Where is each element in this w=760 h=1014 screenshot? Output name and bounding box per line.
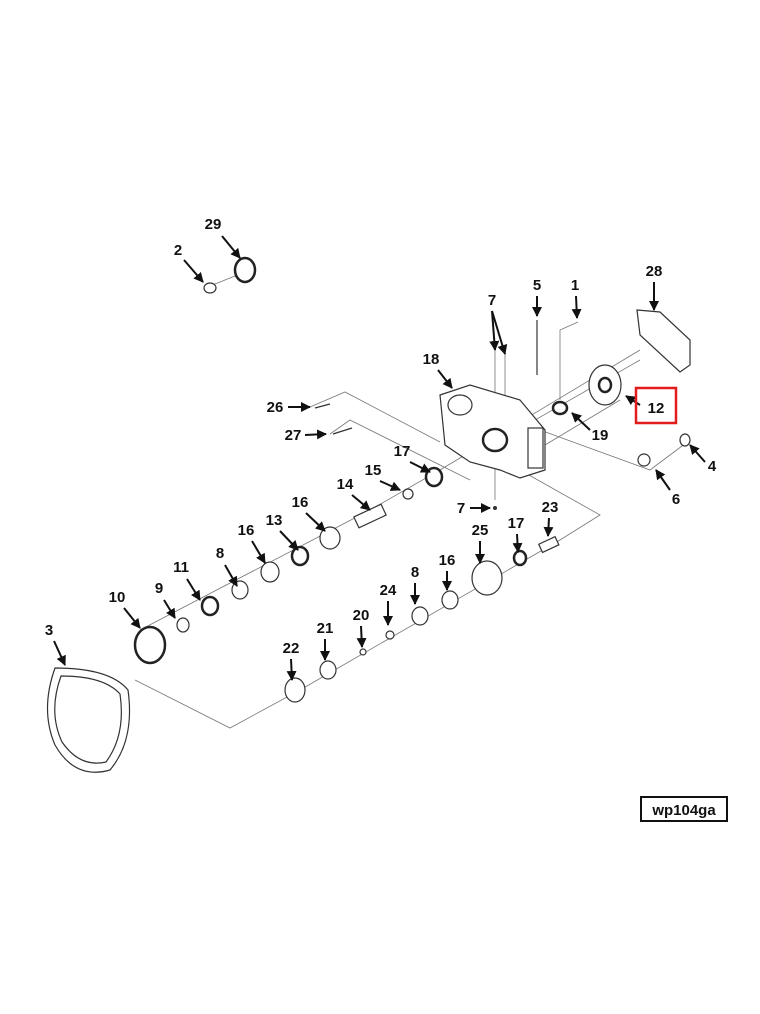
callout-label-23: 23 [542, 499, 559, 516]
callout-arrow [437, 369, 453, 389]
callout-arrow [186, 578, 201, 601]
housing [439, 384, 546, 479]
callout-arrow [53, 640, 66, 666]
callout-arrow [221, 235, 241, 259]
callout-arrow [163, 599, 176, 619]
callout-arrow [571, 295, 582, 319]
callout-label-6: 6 [672, 491, 680, 508]
callout-arrow [251, 540, 266, 564]
callout-label-7: 7 [457, 500, 465, 517]
callout-label-4: 4 [708, 458, 717, 475]
callout-label-8: 8 [216, 545, 224, 562]
callout-label-16: 16 [292, 494, 309, 511]
callout-arrow [491, 310, 508, 355]
callout-label-8: 8 [411, 564, 419, 581]
callout-arrow [183, 259, 204, 283]
belt [46, 667, 131, 773]
callout-label-28: 28 [646, 263, 663, 280]
callout-label-10: 10 [109, 589, 126, 606]
callout-arrow [305, 512, 326, 532]
callout-label-11: 11 [173, 559, 189, 576]
callout-label-20: 20 [353, 607, 370, 624]
callout-label-16: 16 [238, 522, 255, 539]
callout-label-1: 1 [571, 277, 579, 294]
callout-label-13: 13 [266, 512, 283, 529]
callout-label-21: 21 [317, 620, 334, 637]
callout-label-22: 22 [283, 640, 300, 657]
callout-arrow [279, 530, 299, 551]
callout-label-7: 7 [488, 292, 496, 309]
pump-rotor [588, 364, 622, 406]
callout-arrow [655, 469, 671, 491]
shaft-parts [133, 256, 691, 703]
callout-label-9: 9 [155, 580, 163, 597]
callout-arrow [123, 607, 141, 629]
callout-label-27: 27 [285, 427, 302, 444]
callout-label-17: 17 [394, 443, 411, 460]
callout-label-17: 17 [508, 515, 525, 532]
callout-arrow [571, 412, 591, 431]
cover-plate [636, 309, 691, 373]
callout-arrow [512, 533, 523, 553]
figure-id-box: wp104ga [640, 796, 728, 822]
callout-arrow [489, 310, 500, 351]
callout-label-3: 3 [45, 622, 53, 639]
callout-arrow [224, 564, 238, 587]
callout-label-18: 18 [423, 351, 440, 368]
callout-label-26: 26 [267, 399, 284, 416]
leader-lines [134, 269, 691, 729]
callout-arrow [304, 429, 327, 440]
callout-arrow [409, 461, 431, 473]
callout-label-2: 2 [174, 242, 182, 259]
callout-arrow [351, 494, 371, 511]
callout-label-5: 5 [533, 277, 541, 294]
callout-label-12: 12 [648, 400, 665, 417]
callout-arrow [689, 444, 706, 463]
callout-label-25: 25 [472, 522, 489, 539]
callout-arrow [286, 658, 297, 681]
highlight-box [634, 386, 678, 425]
callout-label-19: 19 [592, 427, 609, 444]
callout-label-29: 29 [205, 216, 222, 233]
callout-label-14: 14 [337, 476, 354, 493]
callout-arrow [356, 625, 367, 648]
callout-label-15: 15 [365, 462, 382, 479]
callout-label-16: 16 [439, 552, 456, 569]
figure-id: wp104ga [651, 802, 716, 819]
callout-label-24: 24 [380, 582, 397, 599]
callout-arrow [543, 517, 554, 537]
callout-arrow [379, 480, 401, 491]
callout-arrow [625, 395, 641, 406]
